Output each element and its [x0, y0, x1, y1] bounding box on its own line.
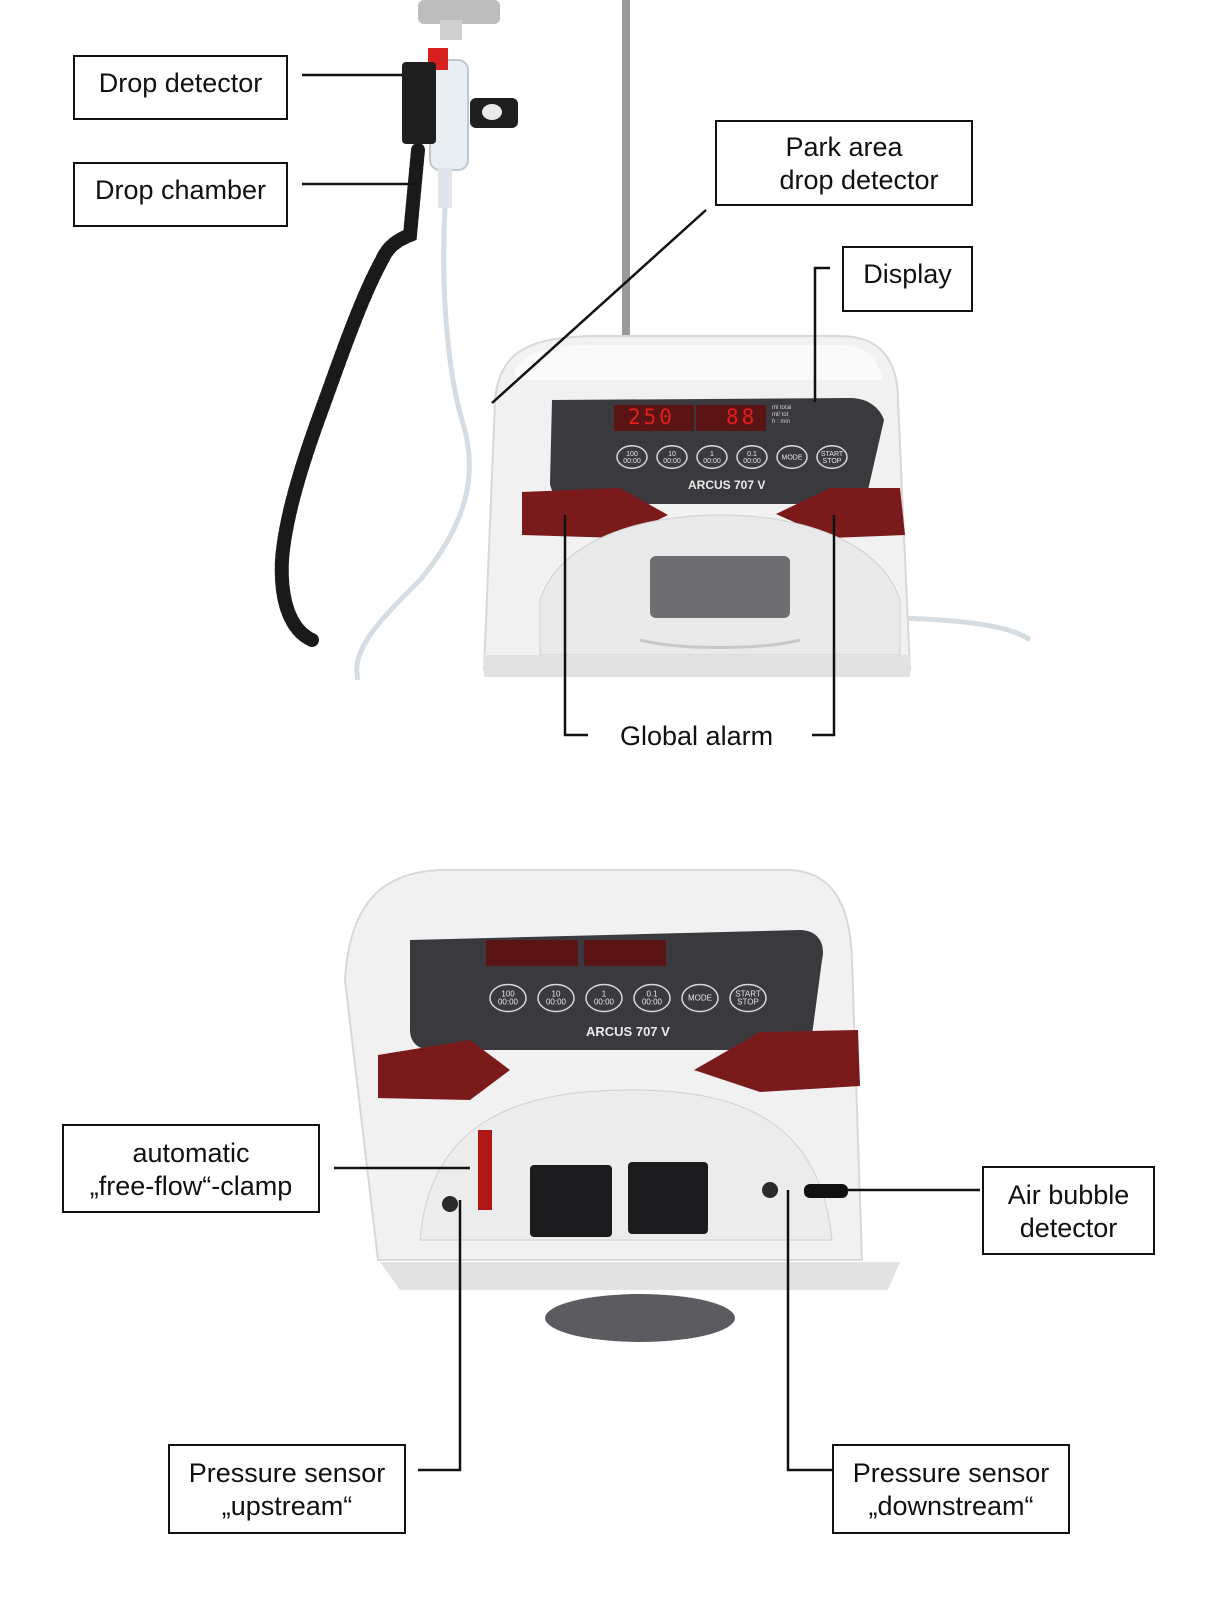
leader-park-area: [491, 209, 707, 404]
callout-air-bubble-detector: Air bubble detector: [982, 1166, 1155, 1255]
display-units: ml total ml/ tot h : min: [772, 405, 792, 425]
drop-detector-shape: [402, 62, 436, 144]
sensor-upstream-dot: [442, 1196, 458, 1212]
panel-key[interactable]: [489, 983, 527, 1013]
panel-key-label: 00:00: [642, 998, 663, 1007]
panel-key-label: 00:00: [546, 998, 567, 1007]
pump-base: [545, 1294, 735, 1342]
label-global-alarm: Global alarm: [620, 721, 774, 751]
panel-key-label: 0.1: [646, 990, 658, 999]
callout-pressure-downstream: Pressure sensor „downstream“: [832, 1444, 1070, 1534]
panel-key-label: 1: [602, 990, 607, 999]
finger-block-right: [628, 1162, 708, 1234]
brand-label-bottom: ARCUS 707 V: [586, 1024, 670, 1039]
panel-key[interactable]: [816, 445, 848, 469]
callout-pressure-upstream: Pressure sensor „upstream“: [168, 1444, 406, 1534]
panel-key-label: MODE: [782, 454, 803, 461]
leader-pressure-upstream: [418, 1200, 462, 1472]
display-readout-2: 88: [726, 405, 758, 429]
callout-park-area: Park area drop detector: [715, 120, 973, 206]
panel-key-label: 100: [501, 990, 515, 999]
panel-key-label: 0.1: [747, 451, 757, 458]
callout-drop-chamber: Drop chamber: [73, 162, 288, 227]
panel-key-label: MODE: [688, 994, 712, 1003]
panel-key-label: 00:00: [594, 998, 615, 1007]
panel-key[interactable]: [729, 983, 767, 1013]
finger-block-left: [530, 1165, 612, 1237]
panel-key[interactable]: [585, 983, 623, 1013]
callout-display: Display: [842, 246, 973, 312]
sensor-downstream-dot: [762, 1182, 778, 1198]
panel-key-label: 10: [552, 990, 561, 999]
brand-label-top: ARCUS 707 V: [688, 478, 766, 492]
leader-pressure-downstream: [786, 1190, 836, 1472]
panel-key[interactable]: [656, 445, 688, 469]
callout-free-flow-clamp: automatic „free-flow“-clamp: [62, 1124, 320, 1213]
panel-key[interactable]: [736, 445, 768, 469]
panel-key-label: START: [821, 451, 844, 458]
panel-key-label: 100: [626, 451, 638, 458]
global-alarm-left: [522, 488, 668, 538]
pump-mechanism: [419, 1089, 833, 1241]
iv-pole: [622, 0, 630, 340]
free-flow-clamp-shape: [478, 1130, 492, 1210]
leader-global-alarm-left: [563, 515, 588, 737]
panel-key-label: 1: [710, 451, 714, 458]
panel-key-label: STOP: [737, 998, 759, 1007]
infusion-tube: [354, 207, 472, 681]
led-display-2: [696, 405, 766, 431]
panel-key[interactable]: [537, 983, 575, 1013]
leader-global-alarm-right: [812, 515, 836, 737]
panel-key-label: 00:00: [743, 458, 761, 465]
leader-display: [813, 266, 830, 402]
display-readout-1: 250: [628, 405, 675, 429]
led-display-1: [614, 405, 694, 431]
panel-key-label: 00:00: [623, 458, 641, 465]
panel-key-label: STOP: [823, 458, 842, 465]
air-bubble-detector-shape: [804, 1184, 848, 1198]
panel-key[interactable]: [696, 445, 728, 469]
panel-key-label: 00:00: [703, 458, 721, 465]
panel-key[interactable]: [776, 445, 808, 469]
panel-key-label: 10: [668, 451, 676, 458]
panel-key[interactable]: [633, 983, 671, 1013]
coiled-cable: [274, 143, 425, 647]
infusion-bottle: [418, 0, 500, 24]
panel-key[interactable]: [616, 445, 648, 469]
panel-key[interactable]: [681, 983, 719, 1013]
door-window: [650, 556, 790, 618]
callout-drop-detector: Drop detector: [73, 55, 288, 120]
panel-key-label: START: [735, 990, 761, 999]
panel-key-label: 00:00: [498, 998, 519, 1007]
global-alarm-right: [776, 488, 905, 538]
panel-key-label: 00:00: [663, 458, 681, 465]
